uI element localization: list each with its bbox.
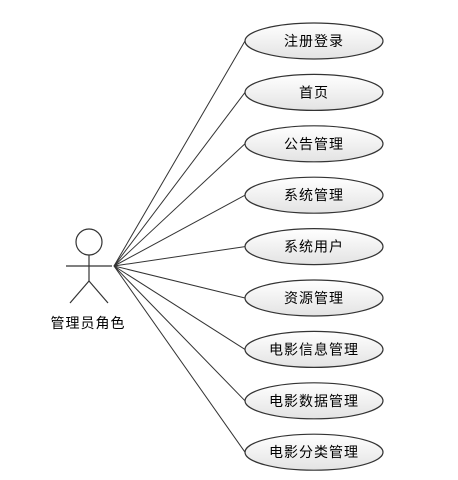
use-case: 注册登录	[244, 22, 384, 60]
actor-left-leg	[69, 280, 90, 304]
use-case-label: 公告管理	[284, 137, 344, 153]
use-case-label: 资源管理	[284, 291, 344, 307]
association-line	[113, 194, 246, 267]
use-case-ellipse	[244, 125, 384, 163]
actor-label: 管理员角色	[50, 316, 126, 332]
actor-head	[75, 228, 103, 256]
association-lines	[113, 40, 246, 453]
use-case-ellipse	[244, 330, 384, 368]
use-case-ellipse	[244, 279, 384, 317]
use-case-ellipse	[244, 433, 384, 471]
use-case: 资源管理	[244, 279, 384, 317]
association-line	[113, 265, 246, 350]
association-line	[113, 265, 246, 453]
association-line	[113, 40, 246, 267]
use-case: 系统管理	[244, 176, 384, 214]
use-case-ellipse	[244, 22, 384, 60]
use-case: 公告管理	[244, 125, 384, 163]
association-line	[113, 246, 246, 267]
use-case: 电影数据管理	[244, 382, 384, 420]
use-case-label: 电影数据管理	[269, 394, 359, 410]
association-line	[113, 265, 246, 299]
association-line	[113, 265, 246, 402]
use-case: 电影分类管理	[244, 433, 384, 471]
actor-figure	[66, 228, 112, 304]
actor-right-leg	[88, 280, 109, 304]
use-case-label: 电影信息管理	[269, 341, 359, 358]
use-case-label: 注册登录	[284, 34, 344, 50]
use-case-label: 首页	[299, 85, 329, 101]
use-case: 系统用户	[244, 228, 384, 266]
use-case-label: 电影分类管理	[269, 445, 359, 461]
use-case-label: 系统用户	[284, 239, 344, 256]
use-case-ellipse	[244, 228, 384, 266]
use-case-ellipse	[244, 176, 384, 214]
use-case: 电影信息管理	[244, 330, 384, 368]
association-line	[113, 143, 246, 267]
use-case-ellipse	[244, 382, 384, 420]
use-case-label: 系统管理	[284, 188, 344, 204]
use-case: 首页	[244, 73, 384, 112]
use-case-ellipse	[244, 73, 384, 112]
association-line	[113, 92, 246, 267]
